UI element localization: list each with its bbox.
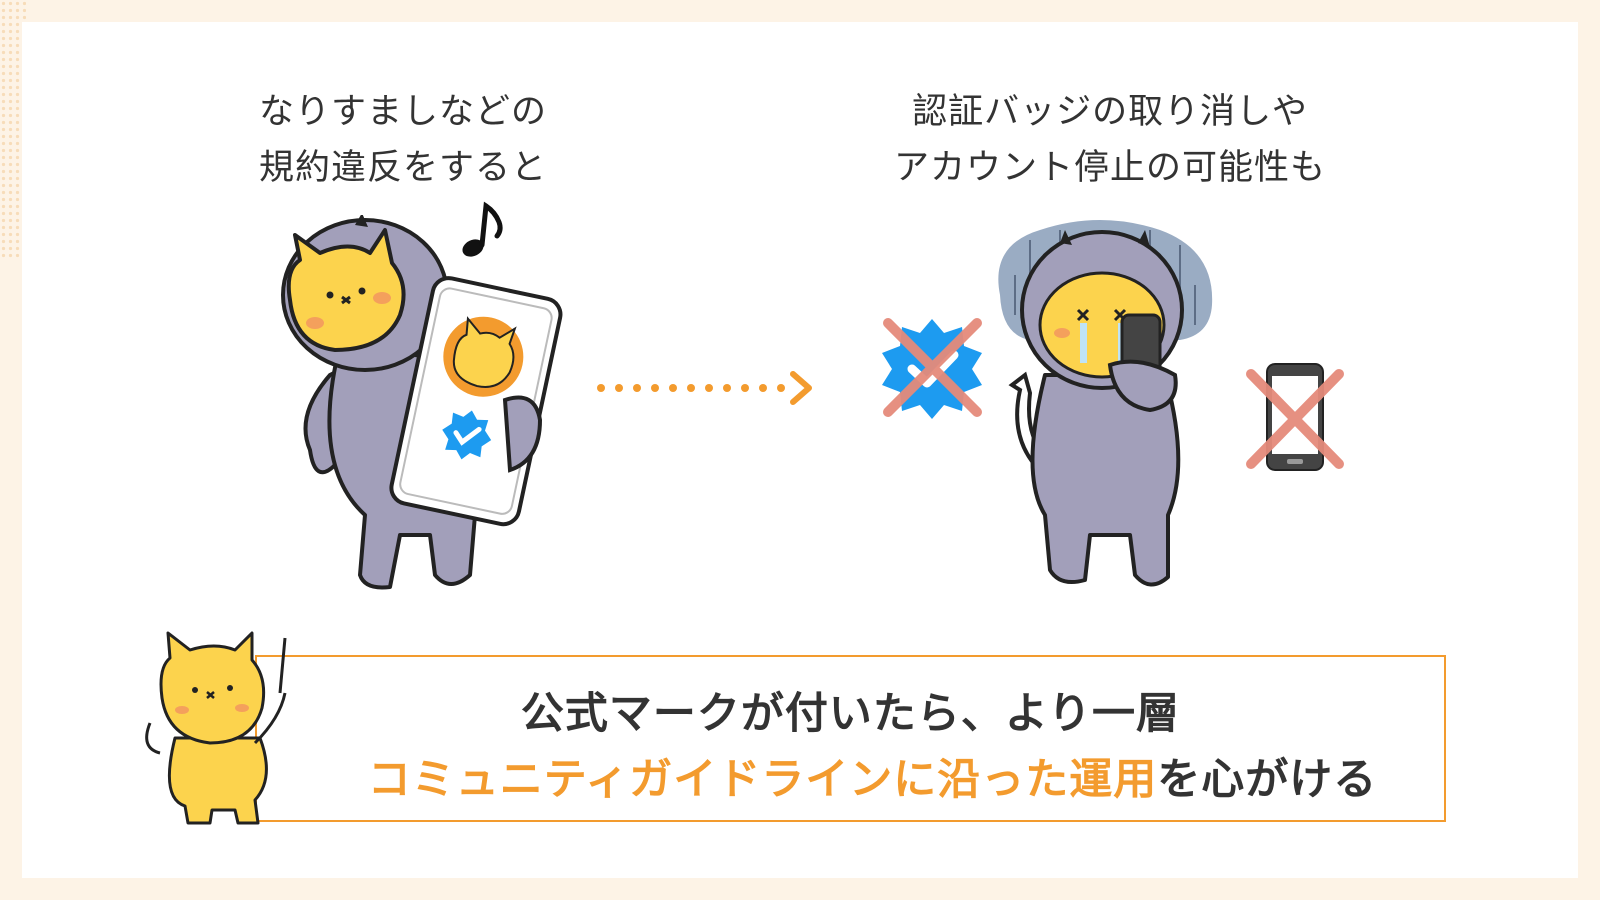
happy-cat-character xyxy=(281,215,563,590)
sad-cat-character xyxy=(998,220,1213,587)
message-banner: 公式マークが付いたら、より一層 コミュニティガイドラインに沿った運用を心がける xyxy=(255,655,1446,822)
dotted-arrow-icon xyxy=(597,371,812,405)
right-caption-line2: アカウント停止の可能性も xyxy=(893,148,1326,188)
banner-line1: 公式マークが付いたら、より一層 xyxy=(520,689,1181,739)
banner-line2: コミュニティガイドラインに沿った運用を心がける xyxy=(279,745,1466,807)
crossed-verified-badge-icon xyxy=(882,318,982,419)
left-caption-line2: 規約違反をすると xyxy=(258,148,547,188)
music-note-icon xyxy=(462,201,503,257)
pointer-cat-character xyxy=(145,631,287,825)
banner-highlight: コミュニティガイドラインに沿った運用 xyxy=(367,755,1158,805)
right-caption-line1: 認証バッジの取り消しや xyxy=(912,92,1308,132)
right-caption: 認証バッジの取り消しや アカウント停止の可能性も xyxy=(850,84,1370,196)
banner-line2-rest: を心がける xyxy=(1157,755,1378,805)
left-caption: なりすましなどの 規約違反をすると xyxy=(228,84,578,196)
crossed-phone-icon xyxy=(1246,363,1344,471)
decorative-dots xyxy=(0,0,26,260)
left-caption-line1: なりすましなどの xyxy=(258,92,547,132)
